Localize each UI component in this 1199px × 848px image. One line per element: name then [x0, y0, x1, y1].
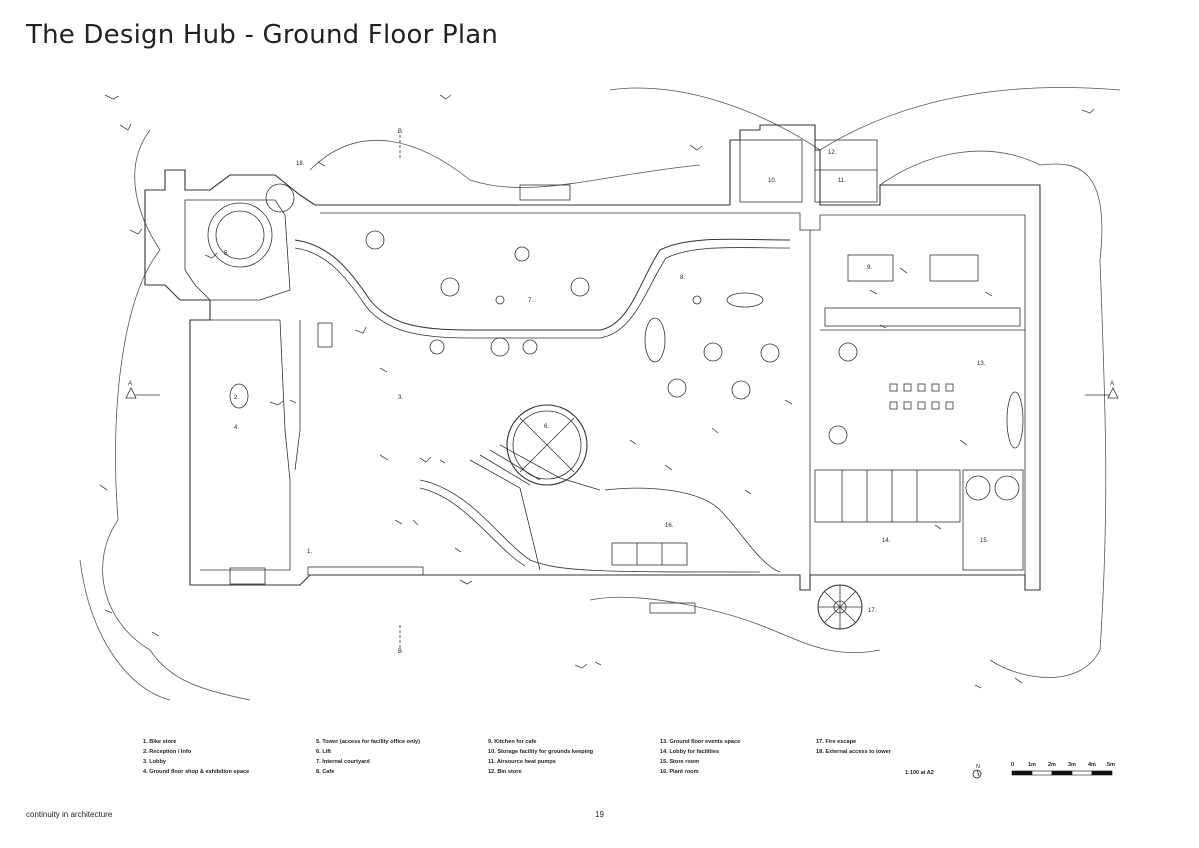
landscape-outline-right [879, 150, 1107, 678]
landscape-outline-outer [79, 559, 171, 701]
legend-column-2: 5. Tower (access for facility office onl… [316, 738, 420, 778]
room-label-4: 4. [234, 425, 239, 431]
section-label-a-left: A [128, 381, 132, 387]
room-label-10: 10. [768, 178, 777, 184]
building-outline [144, 124, 1041, 591]
facility-lobby [814, 469, 961, 523]
legend-item: 3. Lobby [143, 758, 166, 765]
room-label-15: 15. [980, 538, 989, 544]
tower-wall [184, 199, 291, 301]
tower-stair [207, 202, 273, 268]
room-label-9: 9. [867, 265, 872, 271]
scale-label: 3m [1068, 762, 1076, 768]
legend-column-5: 17. Fire escape 18. External access to t… [816, 738, 891, 758]
pump-room [814, 139, 878, 203]
legend-item: 8. Cafe [316, 768, 335, 775]
scale-label: 5m [1107, 762, 1115, 768]
legend-item: 12. Bin store [488, 768, 522, 775]
corridor-wall-right [294, 320, 301, 471]
scale-bar [1011, 770, 1113, 776]
room-label-6: 6. [544, 424, 549, 430]
kitchen-counter-2 [929, 254, 979, 282]
room-label-18: 18. [296, 161, 305, 167]
room-label-17: 17. [868, 608, 877, 614]
stair-flight [469, 444, 601, 571]
scale-text: 1:100 at A2 [905, 770, 934, 776]
room-label-1: 1. [307, 549, 312, 555]
section-label-a-right: A [1110, 381, 1114, 387]
room-label-14: 14. [882, 538, 891, 544]
storage-room [739, 139, 803, 203]
legend-item: 5. Tower (access for facility office onl… [316, 739, 421, 745]
section-label-b-bottom: B [398, 649, 402, 655]
page-title: The Design Hub - Ground Floor Plan [26, 20, 499, 50]
kitchen-counter-1 [847, 254, 894, 282]
section-label-b-top: B [398, 129, 402, 135]
landscape-outline-top [309, 140, 701, 188]
landscape-outline-bottom [589, 596, 881, 654]
legend-item: 9. Kitchen for cafe [488, 739, 537, 745]
room-label-13: 13. [977, 361, 986, 367]
north-label: N [976, 764, 980, 770]
cafe-tables [229, 230, 1024, 501]
page-number: 19 [595, 810, 604, 819]
section-marker-right [1107, 387, 1119, 399]
lift-circle [506, 404, 588, 486]
north-arrow-icon [972, 769, 982, 779]
legend-item: 13. Ground floor events space [660, 739, 741, 745]
store-room [962, 469, 1024, 571]
legend-column-3: 9. Kitchen for cafe 10. Storage facility… [488, 738, 593, 778]
legend-item: 4. Ground floor shop & exhibition space [143, 768, 250, 775]
room-label-16: 16. [665, 523, 674, 529]
lower-curved-wall [419, 479, 761, 573]
legend-item: 6. Lift [316, 748, 331, 755]
legend-item: 7. Internal courtyard [316, 758, 370, 765]
legend-item: 16. Plant room [660, 768, 699, 775]
room-label-8: 8. [680, 275, 685, 281]
legend-item: 18. External access to tower [816, 748, 891, 755]
room-label-12: 12. [828, 150, 837, 156]
seating-rows [889, 383, 954, 410]
legend-item: 2. Reception / Info [143, 748, 192, 755]
scale-label: 1m [1028, 762, 1036, 768]
room-label-11: 11. [838, 178, 846, 184]
legend-item: 11. Airsource heat pumps [488, 758, 556, 765]
room-label-2: 2. [234, 395, 239, 401]
legend-item: 1. Bike store [143, 739, 177, 745]
plant-units [611, 542, 688, 566]
legend-item: 14. Lobby for facilities [660, 748, 720, 755]
corridor-wall-left [200, 319, 291, 571]
scale-label: 0 [1011, 762, 1015, 768]
legend-column-4: 13. Ground floor events space 14. Lobby … [660, 738, 740, 778]
legend-item: 10. Storage facility for grounds keeping [488, 748, 594, 755]
legend-item: 15. Store room [660, 758, 700, 765]
landscape-outline-left [102, 129, 251, 701]
section-marker-left [125, 387, 137, 399]
inner-wall-top [320, 212, 1026, 575]
legend-item: 17. Fire escape [816, 739, 857, 745]
room-label-7: 7. [528, 298, 533, 304]
room-label-5: 5. [224, 251, 229, 257]
legend-column-1: 1. Bike store 2. Reception / Info 3. Lob… [143, 738, 249, 778]
scale-label: 4m [1088, 762, 1096, 768]
courtyard-wall [294, 238, 791, 331]
footer-caption: continuity in architecture [26, 810, 113, 819]
room-label-3: 3. [398, 395, 403, 401]
scale-label: 2m [1048, 762, 1056, 768]
people-figures [99, 94, 1095, 689]
tower-stair-small [265, 183, 295, 213]
